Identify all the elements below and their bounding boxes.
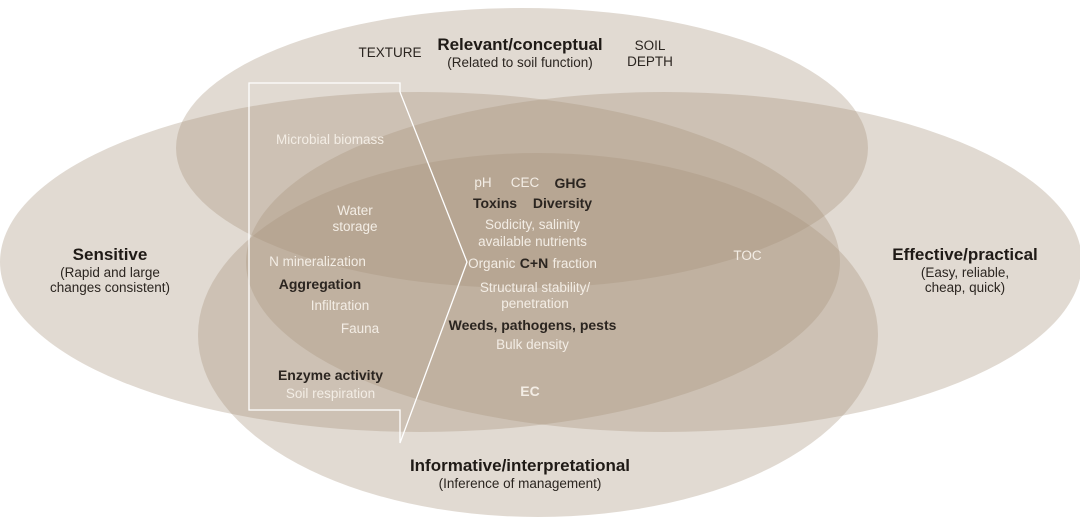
ellipse-informative: [198, 153, 878, 517]
effective-subtitle-line2: cheap, quick): [924, 280, 1006, 296]
informative-title: Informative/interpretational: [409, 456, 631, 475]
diversity-label: Diversity: [532, 195, 593, 211]
enzyme-activity-label: Enzyme activity: [277, 367, 384, 383]
weeds-pathogens-pests-label: Weeds, pathogens, pests: [448, 317, 617, 333]
water-storage-label: Water storage: [332, 203, 378, 234]
sensitive-subtitle-line2: changes consistent): [49, 280, 171, 296]
effective-heading: Effective/practical (Easy, reliable, che…: [880, 245, 1050, 296]
ellipse-sensitive: [0, 92, 840, 432]
ellipse-effective: [246, 92, 1080, 432]
relevant-title: Relevant/conceptual: [437, 35, 603, 54]
informative-subtitle: (Inference of management): [438, 475, 602, 491]
toc-label: TOC: [733, 248, 762, 263]
n-mineralization-label: N mineralization: [269, 254, 366, 269]
sensitive-heading: Sensitive (Rapid and large changes consi…: [30, 245, 190, 296]
sodicity-label: Sodicity, salinity: [484, 217, 581, 232]
fraction-text: fraction: [552, 256, 597, 271]
aggregation-label: Aggregation: [278, 276, 362, 292]
ec-label: EC: [520, 383, 540, 399]
relevant-heading: Relevant/conceptual (Related to soil fun…: [420, 35, 620, 70]
sensitive-subtitle-line1: (Rapid and large: [60, 264, 160, 280]
cec-label: CEC: [510, 175, 540, 190]
toxins-label: Toxins: [472, 195, 518, 211]
relevant-subtitle: (Related to soil function): [447, 54, 593, 70]
bracket-line: [248, 82, 468, 444]
infiltration-label: Infiltration: [310, 298, 370, 313]
soil-depth-label: SOIL DEPTH: [627, 38, 673, 69]
soil-respiration-label: Soil respiration: [285, 386, 376, 401]
ph-label: pH: [474, 175, 492, 190]
cn-text: C+N: [519, 255, 549, 271]
ghg-label: GHG: [554, 175, 587, 191]
effective-title: Effective/practical: [892, 245, 1038, 264]
informative-heading: Informative/interpretational (Inference …: [390, 456, 650, 491]
organic-cn-fraction-label: Organic C+N fraction: [440, 255, 625, 273]
structural-stability-label: Structural stability/ penetration: [479, 280, 591, 311]
microbial-biomass-label: Microbial biomass: [275, 132, 385, 147]
available-nutrients-label: available nutrients: [478, 234, 587, 249]
organic-text: Organic: [468, 256, 516, 271]
effective-subtitle-line1: (Easy, reliable,: [920, 264, 1010, 280]
texture-label: TEXTURE: [358, 45, 422, 60]
fauna-label: Fauna: [340, 321, 380, 336]
bulk-density-label: Bulk density: [496, 337, 569, 352]
ellipse-relevant: [176, 8, 868, 288]
sensitive-title: Sensitive: [72, 245, 148, 264]
